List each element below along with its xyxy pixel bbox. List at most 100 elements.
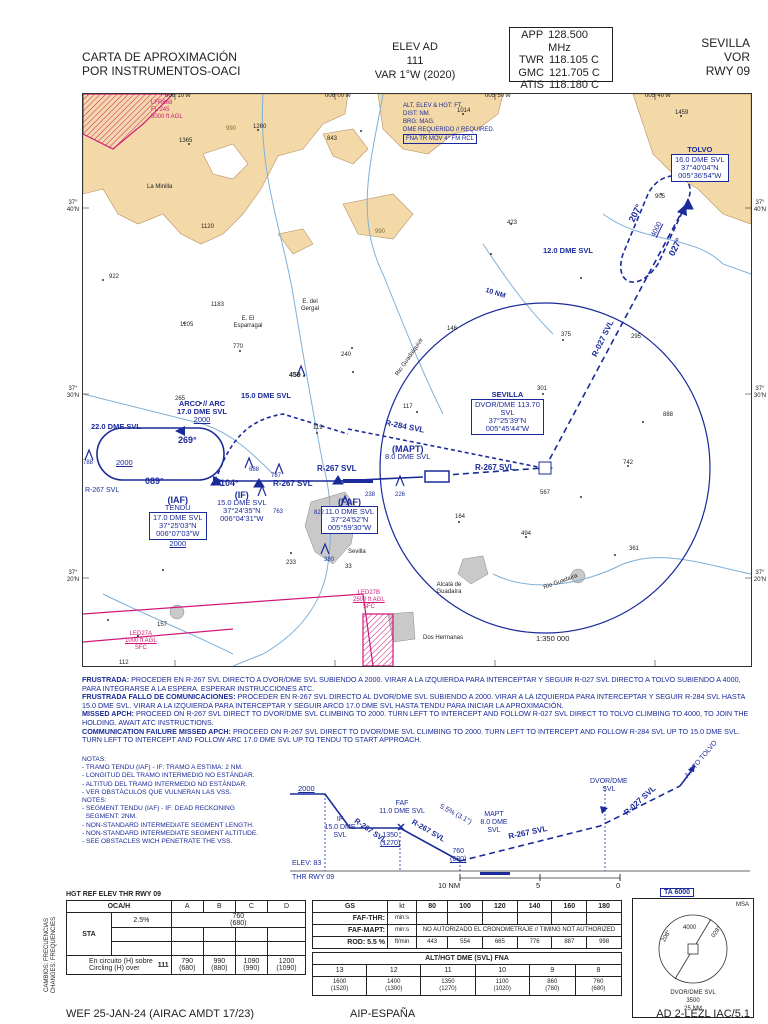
profile-faf-label: FAF: [395, 800, 409, 807]
circling-elev: 111: [157, 961, 169, 969]
speed-120: 120: [481, 900, 518, 913]
elev-770: 770: [233, 344, 244, 350]
notes-en-title: NOTES:: [82, 797, 107, 805]
notes-es-3: - ALTITUD DEL TRAMO INTERMEDIO NO ESTÁND…: [82, 780, 248, 788]
profile-elev: ELEV: 83: [292, 860, 322, 867]
elev-block: ELEV AD 111 VAR 1°W (2020): [370, 40, 460, 82]
elev-1183: 1183: [211, 302, 224, 308]
lon-label-1: 006°10'W: [165, 93, 191, 99]
procedure-type: VOR: [723, 50, 750, 64]
alt-8-alt: 760: [593, 979, 604, 985]
circ-b-hgt: (880): [211, 965, 228, 972]
elev-112: 112: [119, 660, 129, 666]
dme-alt-table: ALT/HGT DME (SVL) FNA 13 12 11 10 9 8 16…: [311, 952, 623, 996]
profile-scale-0: 0: [616, 881, 621, 890]
led27a-name: LED27A: [129, 631, 153, 637]
alt-9: 860(780): [528, 976, 576, 996]
label-r267a: R-267 SVL: [273, 479, 313, 488]
elev-742: 742: [623, 460, 634, 466]
map-legend: ALT, ELEV & HGT: FT. DIST: NM. BRG: MAG.…: [403, 102, 494, 144]
tendu-role: (IAF): [167, 495, 189, 505]
cat-b: B: [202, 900, 236, 913]
speed-80: 80: [415, 900, 449, 913]
legend-line5: FNA TR MOV 4° FM RCL: [403, 134, 477, 144]
dme-13: 13: [311, 964, 368, 977]
fixes: [210, 197, 694, 488]
profile-view: 2000 IF 15.0 DME SVL FAF 11.0 DME SVL R-…: [290, 739, 750, 894]
legend-line1: ALT, ELEV & HGT: FT.: [403, 103, 463, 109]
msa-svg: [658, 914, 728, 984]
elev-157: 157: [157, 622, 168, 628]
side-label-2: CHANGES: FREQUENCIES: [51, 916, 57, 994]
elev-301: 301: [537, 386, 548, 392]
notes-es-2: - LONGITUD DEL TRAMO INTERMEDIO NO ESTÁN…: [82, 772, 255, 780]
circ-d: 1200(1090): [267, 955, 306, 975]
frustrada-key: FRUSTRADA:: [82, 675, 130, 684]
profile-mapt-label: MAPT: [484, 811, 504, 818]
led27a-lower: SFC: [134, 645, 147, 651]
freq-gmc-label: GMC: [518, 66, 544, 79]
airport-name: SEVILLA: [701, 36, 750, 50]
alt-11-hgt: (1270): [439, 986, 457, 992]
circ-a-hgt: (680): [179, 965, 196, 972]
profile-mapt-dme: 8.0 DME SVL: [480, 819, 508, 834]
comm-key: COMMUNICATION FAILURE MISSED APCH:: [82, 726, 231, 736]
alt-10-hgt: (1020): [493, 986, 511, 992]
alt-12-hgt: (1300): [385, 986, 403, 992]
frustrada-text: PROCEDER EN R-267 SVL DIRECTO A DVOR/DME…: [82, 675, 741, 693]
alt-13-alt: 1600: [332, 979, 347, 985]
alt-12: 1400(1300): [366, 976, 422, 996]
title-line2: POR INSTRUMENTOS-OACI: [82, 64, 241, 78]
lfr868-fl: FL 245: [151, 107, 170, 113]
profile-faf-dme: 11.0 DME SVL: [379, 808, 425, 815]
chart-title: CARTA DE APROXIMACIÓN POR INSTRUMENTOS-O…: [82, 50, 240, 78]
lat-label-2: 37° 30'N: [66, 386, 80, 399]
freq-gmc-value: 121.705 C: [549, 66, 600, 79]
obst-238: 238: [365, 492, 376, 498]
elev-value: 111: [406, 55, 424, 67]
lon-label-3: 005°50'W: [485, 93, 511, 99]
place-sevilla: Sevilla: [348, 549, 366, 555]
sta-pct: 2.5%: [111, 912, 172, 928]
label-course-089: 089°: [145, 476, 164, 486]
profile-thr: THR RWY 09: [292, 874, 335, 881]
if-dme: 15.0 DME SVL: [217, 498, 267, 507]
elev-265: 265: [175, 396, 186, 402]
elev-990b: 990: [375, 229, 386, 235]
obst-380: 380: [324, 557, 335, 563]
elev-119: 119: [313, 425, 323, 431]
label-arco: ARCO // ARC 17.0 DME SVL 2000: [177, 400, 227, 424]
footer-wef: WEF 25-JAN-24 (AIRAC AMDT 17/23): [66, 1008, 255, 1020]
alt-10-alt: 1100: [495, 979, 509, 985]
elev-240: 240: [341, 352, 352, 358]
place-alcala: Alcalá de Guadaíra: [436, 582, 462, 595]
sevilla-lon: 005°45'44"W: [485, 424, 530, 433]
freq-atis-label: ATIS: [520, 79, 544, 91]
sta-value-hgt: (680): [230, 920, 247, 927]
circ-d-hgt: (1090): [276, 965, 297, 972]
profile-if: IF 15.0 DME SVL: [320, 816, 360, 840]
circ-c: 1090(990): [234, 955, 269, 975]
notes-en-1b: SEGMENT: 2NM.: [82, 813, 137, 821]
faf-role: (FAF): [338, 497, 362, 507]
profile-alt-760: 760: [452, 848, 465, 855]
profile-dvor: DVOR/DME SVL: [590, 778, 628, 794]
lat-label-1: 37° 40'N: [66, 200, 80, 213]
elev-922: 922: [109, 274, 120, 280]
profile-if-label: IF: [336, 816, 344, 823]
footer-aip: AIP-ESPAÑA: [350, 1008, 416, 1020]
notes-en-4: - SEE OBSTACLES WICH PENETRATE THE VSS.: [82, 838, 233, 846]
label-dme15: 15.0 DME SVL: [241, 391, 292, 400]
circ-a-alt: 790: [181, 958, 194, 965]
elev-1120: 1120: [201, 224, 214, 230]
fallo-text: PROCEDER EN R-267 SVL DIRECTO AL DVOR/DM…: [82, 692, 745, 710]
faf-mapt-unit: min:s: [387, 924, 417, 937]
dme-8: 8: [574, 964, 623, 977]
elev-375: 375: [561, 332, 572, 338]
tendu-dme: 17.0 DME SVL: [153, 513, 203, 522]
kt-header: kt: [387, 900, 417, 913]
label-course-269: 269°: [178, 435, 197, 445]
elev-117: 117: [403, 404, 413, 410]
profile-faf: FAF 11.0 DME SVL: [378, 800, 426, 816]
msa-label: MSA: [735, 902, 749, 908]
